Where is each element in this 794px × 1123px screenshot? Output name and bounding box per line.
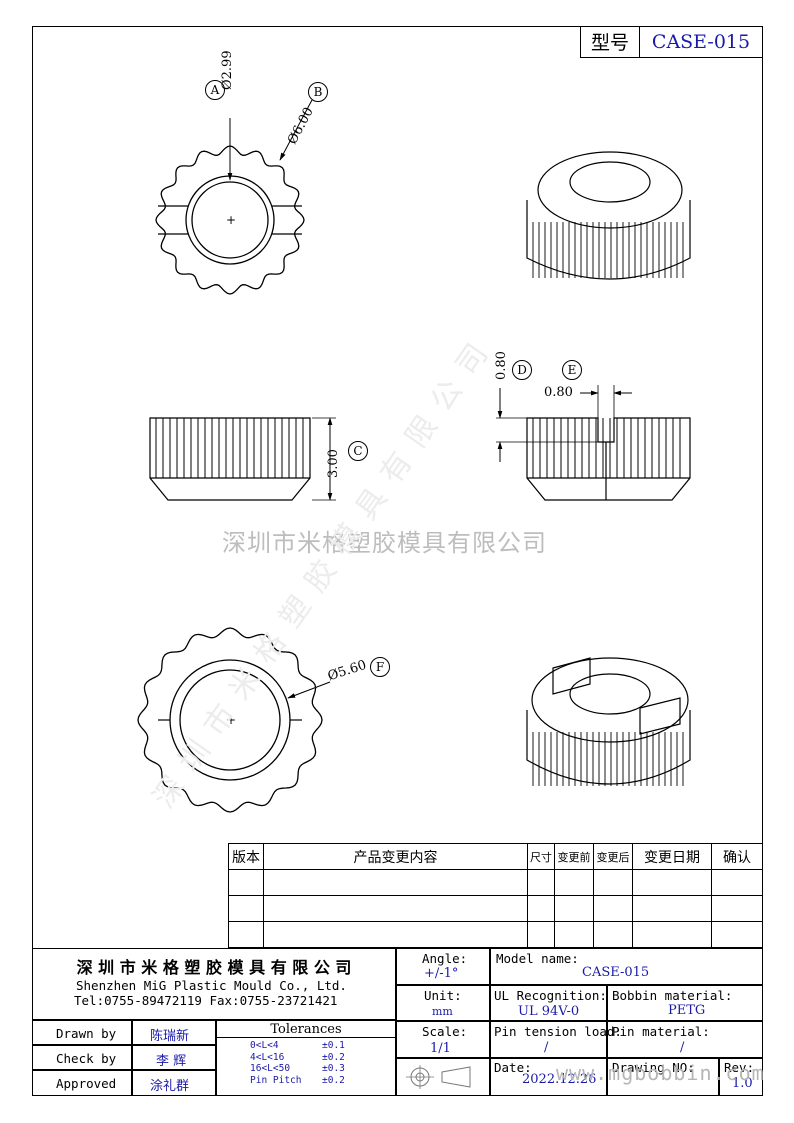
tag-d: D — [512, 360, 532, 380]
dim-a: Ø2.99 — [220, 50, 235, 90]
bobbin-label: Bobbin material: — [612, 988, 733, 1003]
scale-value: 1/1 — [430, 1041, 451, 1056]
bottom-view-bore — [179, 669, 281, 771]
drawn-by: 陈瑞新 — [150, 1029, 190, 1044]
check-by-label: Check by — [56, 1051, 117, 1066]
approved-label: Approved — [56, 1076, 117, 1091]
top-view-scalloped-outline — [155, 145, 305, 295]
chg-header-before: 变更前 — [554, 843, 594, 870]
pin-tension-label: Pin tension load: — [494, 1024, 622, 1039]
company-cn: 深 圳 市 米 格 塑 胶 模 具 有 限 公 司 — [76, 958, 352, 977]
tolerances-list: 0<L<4±0.1 4<L<16±0.2 16<L<50±0.3 Pin Pit… — [250, 1040, 345, 1086]
watermark-website: www.mgbobbin.com — [556, 1061, 765, 1085]
scale-label: Scale: — [422, 1024, 468, 1039]
title-block: 深 圳 市 米 格 塑 胶 模 具 有 限 公 司 Shenzhen MiG P… — [32, 948, 763, 1096]
rev-value: 1.0 — [732, 1076, 753, 1091]
tolerance-row: Pin Pitch±0.2 — [250, 1074, 345, 1086]
change-table: 版本 产品变更内容 尺寸 变更前 变更后 变更日期 确认 — [228, 843, 763, 948]
ul-label: UL Recognition: — [494, 988, 607, 1003]
company-en: Shenzhen MiG Plastic Mould Co., Ltd. — [76, 978, 347, 993]
model-name-value: CASE-015 — [582, 965, 650, 980]
svg-text:+: + — [226, 213, 236, 227]
drawing-no-label: Drawing NO: — [612, 1060, 695, 1075]
date-label: Date: — [494, 1060, 532, 1075]
angle-label: Angle: — [422, 951, 468, 966]
chg-header-confirm: 确认 — [711, 843, 763, 870]
svg-text:+: + — [226, 713, 236, 727]
top-view-bore — [191, 181, 269, 259]
dim-e: 0.80 — [544, 385, 573, 400]
tag-e: E — [562, 360, 582, 380]
unit-label: Unit: — [424, 988, 462, 1003]
pin-material-label: Pin material: — [612, 1024, 710, 1039]
pin-material-value: / — [680, 1040, 685, 1055]
model-name-label: Model name: — [496, 951, 579, 966]
dim-c: 3.00 — [326, 449, 341, 478]
bobbin-value: PETG — [668, 1003, 706, 1018]
rev-label: Rev: — [724, 1060, 755, 1075]
unit-value: mm — [432, 1005, 453, 1018]
tolerances-label: Tolerances — [270, 1022, 342, 1037]
tolerance-row: 16<L<50±0.3 — [250, 1063, 345, 1074]
projection-symbol-icon — [406, 1065, 471, 1089]
chg-header-version: 版本 — [228, 843, 264, 870]
company-contact: Tel:0755-89472119 Fax:0755-23721421 — [74, 993, 338, 1008]
model-value: CASE-015 — [651, 30, 751, 53]
tag-c: C — [348, 441, 368, 461]
tag-a: A — [205, 80, 225, 100]
ul-value: UL 94V-0 — [518, 1004, 580, 1019]
tag-f: F — [370, 657, 390, 677]
model-header: 型号 CASE-015 — [580, 26, 763, 58]
approved: 涂礼群 — [150, 1079, 190, 1094]
watermark-company: 深圳市米格塑胶模具有限公司 — [222, 529, 547, 557]
tolerance-row: 4<L<16±0.2 — [250, 1051, 345, 1063]
chg-header-after: 变更后 — [593, 843, 633, 870]
pin-tension-value: / — [544, 1040, 549, 1055]
tolerance-row: 0<L<4±0.1 — [250, 1040, 345, 1051]
date-value: 2022.12.26 — [522, 1072, 597, 1087]
angle-value: +/-1° — [424, 966, 459, 981]
bottom-view-scalloped-outline — [137, 627, 323, 813]
check-by: 李 辉 — [156, 1054, 187, 1069]
chg-header-content: 产品变更内容 — [263, 843, 528, 870]
model-label: 型号 — [581, 26, 640, 57]
chg-header-date: 变更日期 — [632, 843, 712, 870]
drawn-by-label: Drawn by — [56, 1026, 117, 1041]
chg-header-size: 尺寸 — [527, 843, 555, 870]
tag-b: B — [308, 82, 328, 102]
side-view — [149, 417, 311, 501]
